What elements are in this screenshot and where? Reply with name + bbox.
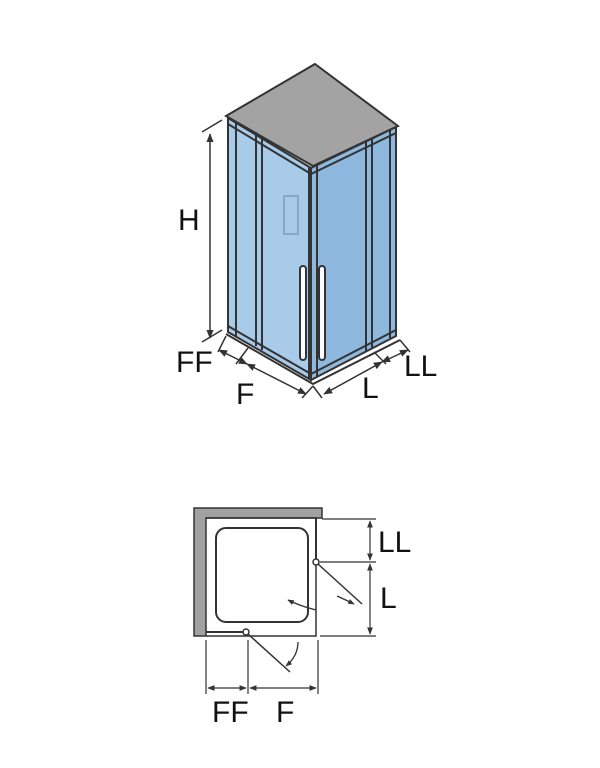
height-label: H [178, 204, 200, 237]
side-dimension [312, 339, 411, 399]
plan-front-fixed-label: FF [212, 696, 249, 729]
plan-side-dimension [320, 518, 376, 637]
front-door-swing [285, 641, 299, 667]
left-door-handle [299, 265, 307, 361]
front-fixed-label: FF [176, 346, 213, 379]
side-fixed-label: LL [404, 350, 437, 383]
side-door-swing-in [287, 599, 317, 611]
front-door-label: F [236, 378, 254, 411]
isometric-view: H FF F L LL [176, 62, 437, 411]
front-door-open [247, 633, 291, 673]
front-dimension [217, 335, 314, 399]
side-door-label: L [362, 372, 379, 405]
plan-glass-lines [206, 518, 317, 633]
right-glass-panel [310, 125, 397, 382]
front-door-pivot [242, 628, 250, 636]
plan-side-fixed-label: LL [378, 526, 411, 559]
hinge-plate [283, 195, 299, 235]
plan-view: LL L FF F [193, 507, 411, 729]
height-dimension [201, 119, 223, 343]
plan-front-dimension [205, 640, 319, 694]
plan-front-door-label: F [276, 696, 294, 729]
side-door-pivot [312, 558, 320, 566]
shower-tray [215, 527, 309, 623]
side-door-open [317, 563, 363, 605]
right-door-handle [318, 265, 326, 361]
plan-side-door-label: L [380, 582, 397, 615]
enclosure-outline [206, 517, 317, 637]
side-door-swing-out [336, 595, 355, 605]
base-tray [225, 333, 401, 386]
frame-posts [227, 122, 397, 378]
